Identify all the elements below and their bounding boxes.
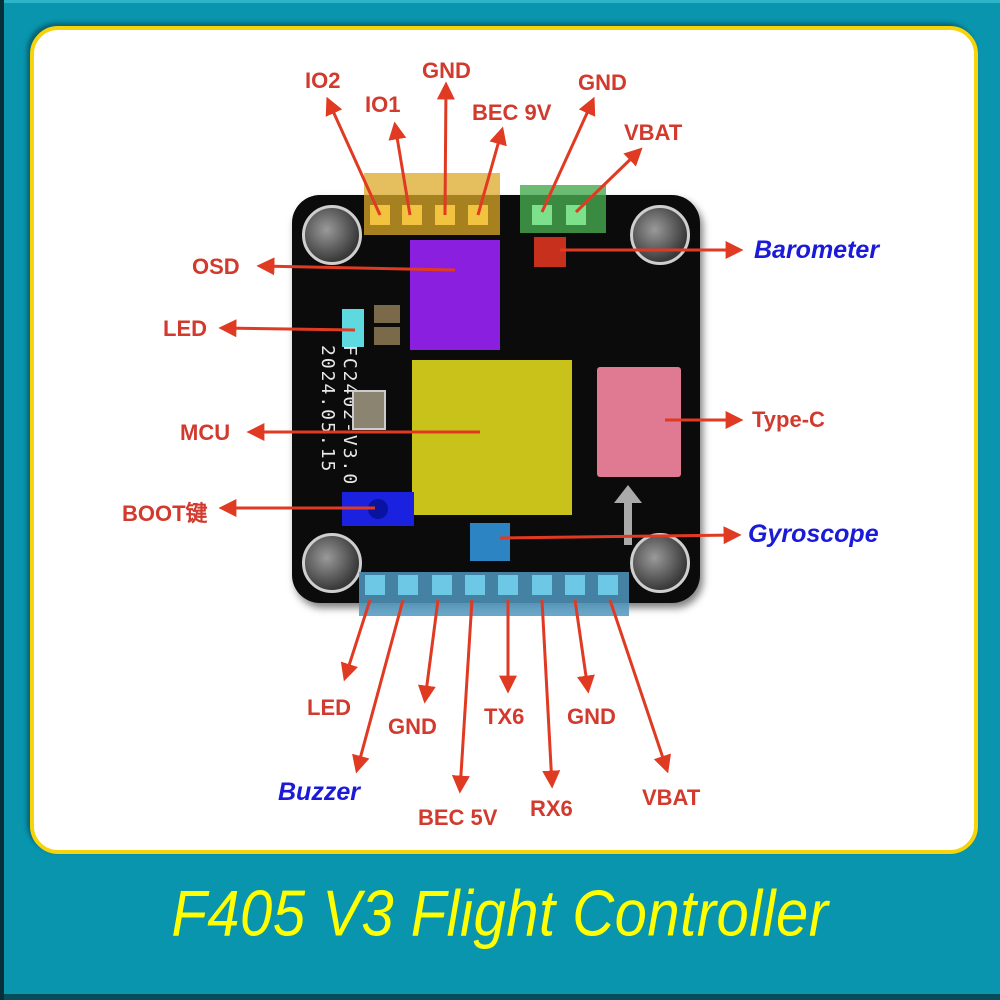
label-gyroscope: Gyroscope — [748, 520, 879, 548]
mount-hole-bottom-left — [302, 533, 362, 593]
label-io2: IO2 — [305, 68, 341, 93]
label-typec: Type-C — [752, 407, 825, 432]
label-osd: OSD — [192, 254, 240, 279]
pad-bec5v — [465, 575, 485, 595]
pad-io2 — [370, 205, 390, 225]
label-boot: BOOT键 — [122, 501, 208, 526]
label-led-bottom: LED — [307, 695, 351, 720]
boot-button-dot — [368, 499, 388, 519]
silkscreen-date: 2024.05.15 — [317, 345, 338, 474]
pad-bec9v — [468, 205, 488, 225]
label-barometer: Barometer — [754, 236, 880, 264]
label-mcu: MCU — [180, 420, 231, 445]
mount-hole-top-left — [302, 205, 362, 265]
pad-gnd — [432, 575, 452, 595]
pad-tx6 — [498, 575, 518, 595]
pad-rx6 — [532, 575, 552, 595]
crystal-component — [352, 390, 386, 430]
pad-power-vbat — [566, 205, 586, 225]
label-gnd-bottom2: GND — [567, 704, 616, 729]
orientation-arrow-head — [614, 485, 642, 503]
label-gnd-bottom1: GND — [388, 714, 437, 739]
pad-power-gnd — [532, 205, 552, 225]
page-title: F405 V3 Flight Controller — [171, 877, 829, 950]
label-vbat-bottom: VBAT — [642, 785, 701, 810]
label-buzzer: Buzzer — [278, 778, 360, 806]
label-gnd-power: GND — [578, 70, 627, 95]
capacitor-component — [374, 305, 400, 323]
silkscreen-model: FC2402-V3.0 — [339, 345, 360, 487]
capacitor-component — [374, 327, 400, 345]
top-pad-group-highlight — [364, 173, 500, 235]
mount-hole-top-right — [630, 205, 690, 265]
pad-led — [365, 575, 385, 595]
pad-gnd — [435, 205, 455, 225]
typec-port-highlight — [597, 367, 681, 477]
pad-io1 — [402, 205, 422, 225]
osd-chip-highlight — [410, 240, 500, 350]
label-led-left: LED — [163, 316, 207, 341]
pad-vbat — [598, 575, 618, 595]
gyroscope-chip-highlight — [470, 523, 510, 561]
flight-controller-board: FC2402-V3.0 2024.05.15 — [292, 195, 700, 603]
label-gnd-top: GND — [422, 58, 471, 83]
led-highlight — [342, 309, 364, 347]
label-io1: IO1 — [365, 92, 401, 117]
mount-hole-bottom-right — [630, 533, 690, 593]
label-bec9v: BEC 9V — [472, 100, 552, 125]
orientation-arrow-icon — [624, 495, 632, 545]
label-rx6: RX6 — [530, 796, 573, 821]
label-vbat-power: VBAT — [624, 120, 683, 145]
label-bec5v: BEC 5V — [418, 805, 498, 830]
mcu-chip-highlight — [412, 360, 572, 515]
label-tx6: TX6 — [484, 704, 525, 729]
boot-button-highlight — [342, 492, 414, 526]
pad-gnd2 — [565, 575, 585, 595]
barometer-chip-highlight — [534, 237, 566, 267]
pad-buzzer — [398, 575, 418, 595]
